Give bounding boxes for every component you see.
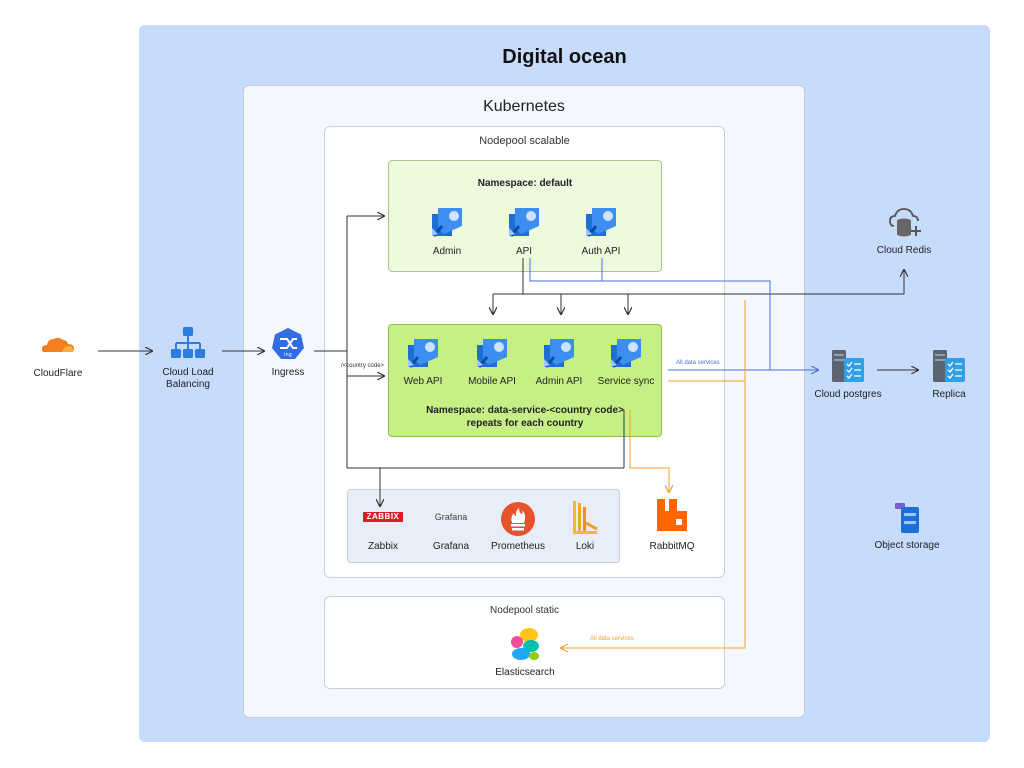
namespace-data-title: Namespace: data-service-<country code> r…: [388, 404, 662, 430]
nodepool-static-title: Nodepool static: [490, 605, 559, 616]
cloud-redis-label: Cloud Redis: [876, 245, 932, 256]
app-service-icon: [477, 339, 507, 368]
ingress-badge: ing: [284, 352, 292, 358]
ingress-icon: ing: [272, 328, 304, 359]
pod-admin-api: Admin API: [535, 376, 583, 387]
replica-icon: [933, 350, 965, 382]
pod-auth-api: Auth API: [581, 246, 621, 257]
app-service-icon: [611, 339, 641, 368]
grafana-label: Grafana: [432, 541, 470, 552]
app-service-icon: [432, 208, 462, 237]
ingress-label: Ingress: [271, 367, 305, 378]
pod-mobile-api: Mobile API: [468, 376, 516, 387]
kubernetes-title: Kubernetes: [483, 98, 565, 115]
app-service-icon: [586, 208, 616, 237]
elasticsearch-label: Elasticsearch: [495, 667, 555, 678]
loki-icon: [573, 501, 598, 534]
edge-label-country: /<country code>: [341, 363, 385, 369]
load-balancer-label-line1: Cloud Load: [162, 367, 214, 378]
prometheus-icon: [501, 502, 535, 536]
pod-icon-service-sync: [609, 337, 643, 369]
pod-icon-web-api: [406, 337, 440, 369]
digital-ocean-title: Digital ocean: [502, 46, 627, 68]
app-service-icon: [544, 339, 574, 368]
edge-label-all-data-orange: All data services: [590, 636, 634, 642]
cloud-postgres-icon: [832, 350, 864, 382]
edge-sync-rabbit: [629, 410, 669, 492]
pod-icon-admin-api: [542, 337, 576, 369]
pod-icon-mobile-api: [475, 337, 509, 369]
rabbitmq-icon: [657, 499, 687, 531]
pod-icon-admin: [430, 206, 464, 238]
app-service-icon: [408, 339, 438, 368]
cloudflare-icon: [42, 337, 74, 352]
namespace-default-title: Namespace: default: [477, 178, 573, 189]
cloud-redis-icon: [889, 208, 921, 237]
object-storage-icon: [895, 503, 919, 533]
zabbix-label: Zabbix: [367, 541, 398, 552]
pod-icon-api: [507, 206, 541, 238]
edge-data-orange: [561, 380, 746, 648]
loki-label: Loki: [575, 541, 595, 552]
namespace-data-title-line1: Namespace: data-service-<country code>: [426, 405, 624, 416]
app-service-icon: [509, 208, 539, 237]
load-balancer-label: Cloud Load Balancing: [143, 367, 233, 391]
pod-service-sync: Service sync: [597, 376, 655, 387]
elasticsearch-icon: [511, 628, 539, 660]
replica-label: Replica: [932, 389, 966, 400]
cloud-postgres-label: Cloud postgres: [814, 389, 882, 400]
load-balancer-label-line2: Balancing: [166, 379, 210, 390]
zabbix-logo: ZABBIX: [363, 512, 403, 522]
rabbitmq-label: RabbitMQ: [649, 541, 695, 552]
namespace-data-title-line2: repeats for each country: [466, 418, 584, 429]
pod-api: API: [515, 246, 533, 257]
pod-web-api: Web API: [403, 376, 443, 387]
cloudflare-label: CloudFlare: [33, 368, 83, 379]
prometheus-label: Prometheus: [491, 541, 545, 552]
grafana-logo: Grafana: [434, 512, 468, 522]
edge-label-all-data-blue: All data services: [676, 360, 720, 366]
pod-icon-auth-api: [584, 206, 618, 238]
load-balancer-icon: [171, 327, 205, 358]
nodepool-scalable-title: Nodepool scalable: [479, 135, 570, 147]
edge-api-blue: [529, 258, 771, 370]
object-storage-label: Object storage: [874, 540, 940, 551]
pod-admin: Admin: [432, 246, 462, 257]
nodepool-static-region: [324, 596, 725, 689]
